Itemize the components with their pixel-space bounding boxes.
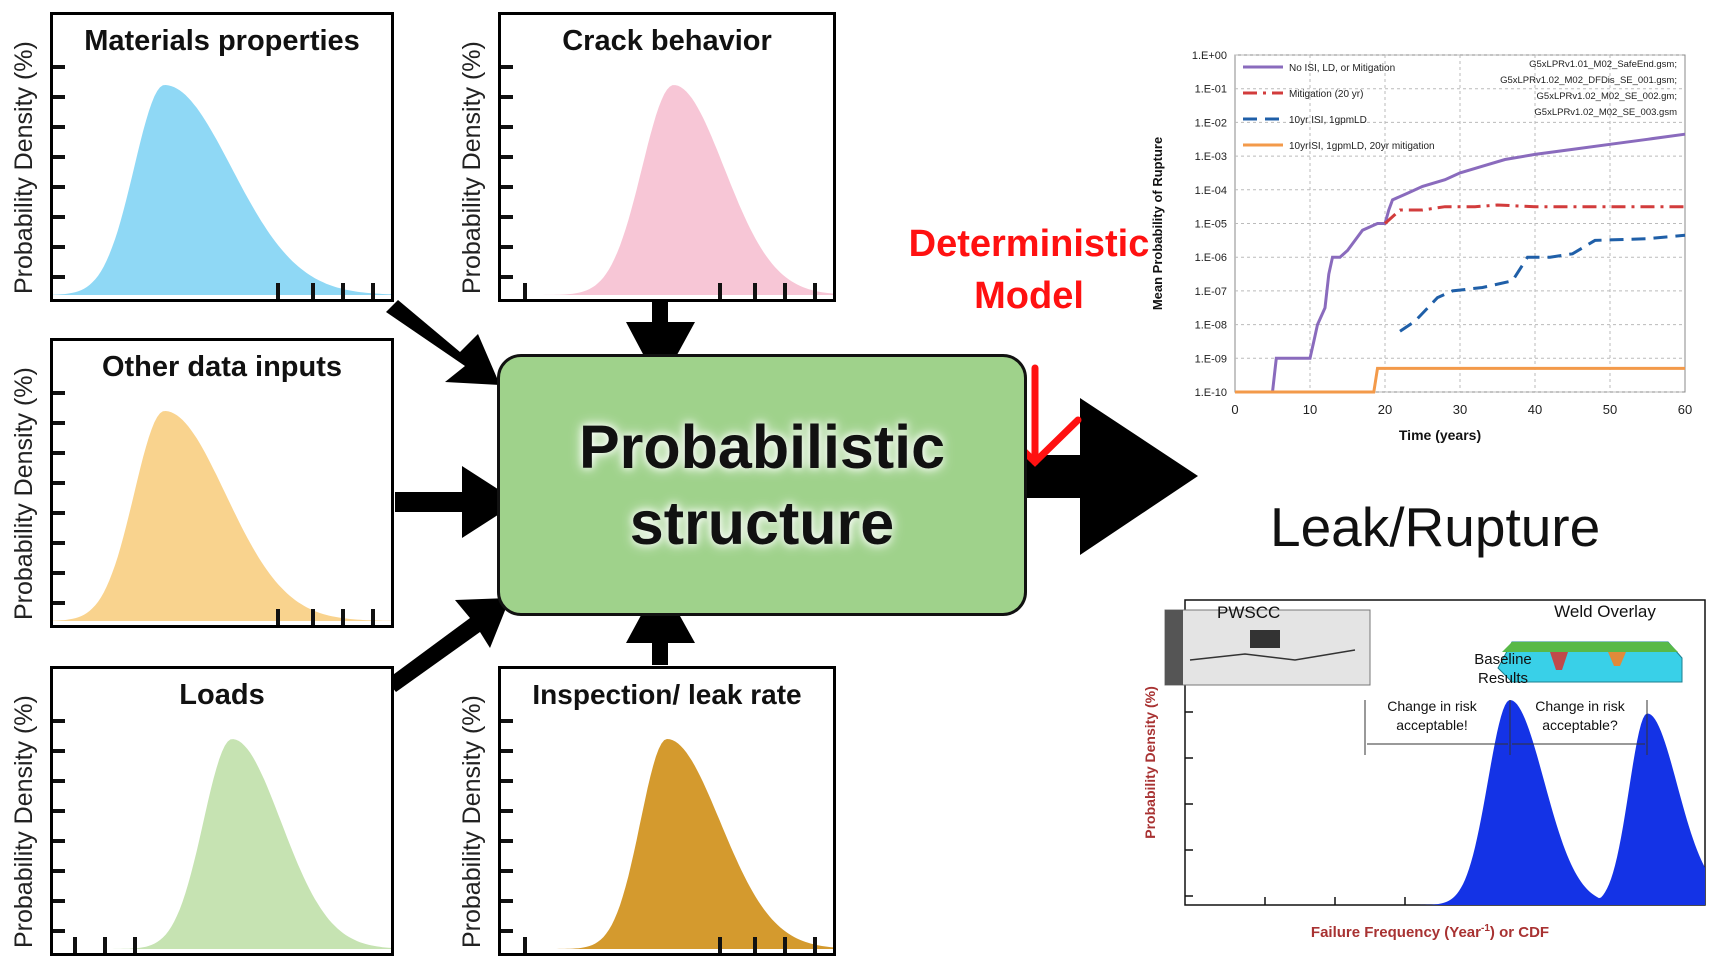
center-label-line1: Probabilistic xyxy=(578,413,946,481)
arrow-crack-to-center xyxy=(626,300,695,386)
density-fill-loads xyxy=(53,739,391,949)
arrow-other-to-center xyxy=(395,466,518,538)
panel-title-other: Other data inputs xyxy=(101,351,343,383)
rupture-series-line xyxy=(1383,203,1685,225)
panel-materials: Materials properties xyxy=(50,12,394,302)
density-xlabel-sup: -1 xyxy=(1481,923,1490,934)
leak-rupture-label: Leak/Rupture xyxy=(1270,496,1601,558)
rupture-ytick-label: 1.E-09 xyxy=(1195,353,1227,365)
rupture-series-line xyxy=(1399,233,1686,333)
density-fill-inspection xyxy=(501,739,833,949)
panel-crack: Crack behavior xyxy=(498,12,836,302)
panel-curve-inspection xyxy=(501,719,833,953)
rupture-legend-note: G5xLPRv1.02_M02_DFDis_SE_001.gsm; xyxy=(1500,75,1677,86)
rupture-xtick-label: 0 xyxy=(1231,402,1238,417)
panel-other: Other data inputs xyxy=(50,338,394,628)
deterministic-line1: Deterministic xyxy=(908,223,1150,265)
rupture-ytick-label: 1.E-01 xyxy=(1195,84,1227,96)
rupture-legend-label: 10yr ISI, 1gpmLD xyxy=(1289,115,1367,126)
rupture-ytick-label: 1.E-08 xyxy=(1195,320,1227,332)
arrow-loads-to-center xyxy=(386,598,510,692)
panel-title-inspection: Inspection/ leak rate xyxy=(532,679,802,710)
deterministic-line2: Model xyxy=(974,275,1084,317)
rupture-xtick-label: 30 xyxy=(1453,402,1467,417)
rupture-ytick-label: 1.E-03 xyxy=(1195,151,1227,163)
rupture-legend-note: G5xLPRv1.02_M02_SE_002.gm; xyxy=(1537,91,1677,102)
density-xlabel-tail: ) or CDF xyxy=(1490,924,1549,941)
panel-ylabel-materials: Probability Density (%) xyxy=(10,41,38,294)
rupture-ytick-label: 1.E-10 xyxy=(1195,387,1227,399)
arrow-materials-to-center xyxy=(386,300,500,385)
density-ylabel: Probability Density (%) xyxy=(1142,686,1158,838)
rupture-legend-note: G5xLPRv1.01_M02_SafeEnd.gsm; xyxy=(1529,59,1677,70)
rupture-legend-label: 10yrISI, 1gpmLD, 20yr mitigation xyxy=(1289,141,1435,152)
rupture-xtick-label: 50 xyxy=(1603,402,1617,417)
pwscc-label: PWSCC xyxy=(1217,603,1280,622)
risk-change-left-line1: Change in risk xyxy=(1387,698,1477,714)
panel-curve-loads xyxy=(53,719,391,953)
rupture-xtick-label: 20 xyxy=(1378,402,1392,417)
rupture-probability-chart: 1.E+00 1.E-01 1.E-02 1.E-03 1.E-04 1.E-05 1.E-… xyxy=(1150,50,1692,443)
panel-ylabel-inspection: Probability Density (%) xyxy=(458,695,486,948)
failure-density-fill xyxy=(1355,700,1705,905)
rupture-legend-label: No ISI, LD, or Mitigation xyxy=(1289,63,1395,74)
panel-title-loads: Loads xyxy=(179,679,265,711)
panel-ylabel-loads: Probability Density (%) xyxy=(10,695,38,948)
arrow-center-to-output xyxy=(1025,398,1198,555)
probabilistic-structure-box: Probabilistic structure xyxy=(497,354,1027,616)
rupture-ytick-label: 1.E-06 xyxy=(1195,252,1227,264)
rupture-xtick-label: 40 xyxy=(1528,402,1542,417)
rupture-ytick-label: 1.E-05 xyxy=(1195,219,1227,231)
panel-curve-materials xyxy=(53,65,391,299)
rupture-series-line xyxy=(1271,132,1686,393)
arrow-inspection-to-center xyxy=(626,580,695,665)
rupture-legend-label: Mitigation (20 yr) xyxy=(1289,89,1363,100)
center-label-line2: structure xyxy=(629,489,895,557)
rupture-xtick-label: 10 xyxy=(1303,402,1317,417)
baseline-label: Baseline xyxy=(1474,651,1532,668)
density-xlabel: Failure Frequency (Year-1) or CDF xyxy=(1311,923,1549,941)
weld-overlay-label: Weld Overlay xyxy=(1554,602,1656,621)
rupture-ytick-label: 1.E+00 xyxy=(1192,50,1227,62)
rupture-ylabel: Mean Probability of Rupture xyxy=(1150,137,1165,310)
deterministic-model-label: Deterministic Model xyxy=(884,218,1174,322)
panel-title-materials: Materials properties xyxy=(84,25,360,57)
density-fill-other xyxy=(53,411,391,621)
density-xlabel-main: Failure Frequency (Year xyxy=(1311,924,1481,941)
risk-change-right-line2: acceptable? xyxy=(1542,717,1618,733)
panel-loads: Loads xyxy=(50,666,394,956)
rupture-series-line xyxy=(1235,366,1685,394)
panel-curve-crack xyxy=(501,65,833,299)
panel-title-crack: Crack behavior xyxy=(562,25,772,57)
risk-change-right-line1: Change in risk xyxy=(1535,698,1625,714)
panel-inspection: Inspection/ leak rate xyxy=(498,666,836,956)
rupture-xlabel: Time (years) xyxy=(1399,427,1481,443)
density-fill-crack xyxy=(501,85,833,295)
rupture-ytick-label: 1.E-02 xyxy=(1195,117,1227,129)
risk-change-left-line2: acceptable! xyxy=(1396,717,1468,733)
density-fill-materials xyxy=(53,85,391,295)
panel-ylabel-other: Probability Density (%) xyxy=(10,367,38,620)
rupture-legend-note: G5xLPRv1.02_M02_SE_003.gsm xyxy=(1534,107,1677,118)
rupture-ytick-label: 1.E-07 xyxy=(1195,286,1227,298)
panel-ylabel-crack: Probability Density (%) xyxy=(458,41,486,294)
results-label: Results xyxy=(1478,670,1528,687)
panel-curve-other xyxy=(53,391,391,625)
rupture-ytick-label: 1.E-04 xyxy=(1195,185,1227,197)
rupture-xtick-label: 60 xyxy=(1678,402,1692,417)
